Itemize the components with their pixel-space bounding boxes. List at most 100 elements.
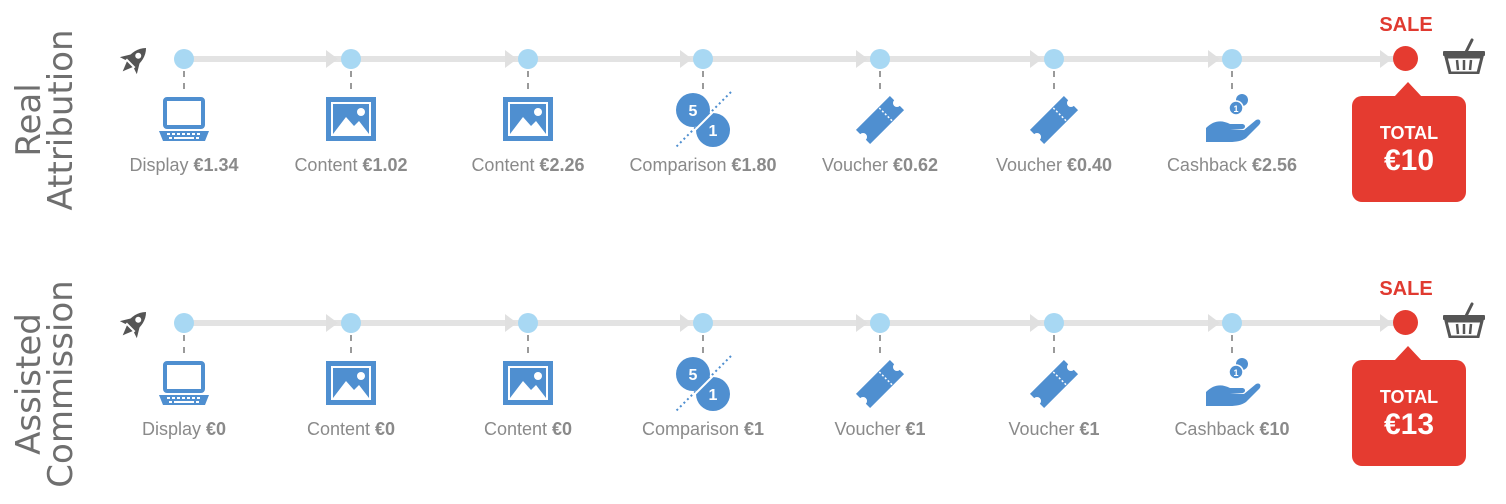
touchpoint-name: Display: [129, 155, 189, 175]
touchpoint-dot: [693, 313, 713, 333]
touchpoint-dot: [518, 49, 538, 69]
touchpoint-label: Comparison €1.80: [613, 155, 793, 176]
touchpoint-amount: €1: [905, 419, 926, 439]
voucher-icon: [1024, 354, 1084, 414]
touchpoint-name: Cashback: [1174, 419, 1255, 439]
total-callout: TOTAL€13: [1352, 346, 1466, 466]
touchpoint-connector: [183, 335, 185, 353]
touchpoint-label: Voucher €1: [790, 419, 970, 440]
voucher-icon: [850, 354, 910, 414]
journey-track: [183, 320, 1405, 326]
sale-dot: [1393, 310, 1418, 335]
track-arrow: [856, 50, 868, 68]
touchpoint-label: Cashback €10: [1142, 419, 1322, 440]
rocket-icon: [116, 42, 152, 78]
touchpoint-name: Cashback: [1166, 155, 1247, 175]
touchpoint-name: Content: [306, 419, 370, 439]
touchpoint-label: Voucher €0.40: [964, 155, 1144, 176]
touchpoint-name: Comparison: [629, 155, 727, 175]
touchpoint-dot: [870, 49, 890, 69]
touchpoint-dot: [1044, 313, 1064, 333]
touchpoint-name: Content: [294, 155, 358, 175]
voucher-icon: [850, 90, 910, 150]
track-arrow: [1208, 314, 1220, 332]
touchpoint-amount: €1: [744, 419, 765, 439]
svg-text:1: 1: [1233, 368, 1238, 378]
voucher-icon: [1024, 90, 1084, 150]
touchpoint-connector: [1053, 335, 1055, 353]
touchpoint-amount: €0: [552, 419, 573, 439]
touchpoint-amount: €0: [375, 419, 396, 439]
touchpoint-dot: [174, 313, 194, 333]
svg-text:5: 5: [689, 103, 698, 120]
touchpoint-connector: [183, 71, 185, 89]
image-icon: [501, 93, 555, 147]
touchpoint-amount: €0.40: [1067, 155, 1113, 175]
touchpoint-label: Voucher €1: [964, 419, 1144, 440]
row-title-line: Commission: [41, 280, 81, 488]
touchpoint-connector: [527, 335, 529, 353]
touchpoint-dot: [1044, 49, 1064, 69]
touchpoint-amount: €2.56: [1252, 155, 1298, 175]
touchpoint-name: Content: [483, 419, 547, 439]
touchpoint-connector: [1231, 71, 1233, 89]
touchpoint-label: Cashback €2.56: [1142, 155, 1322, 176]
touchpoint-dot: [341, 49, 361, 69]
track-arrow: [1030, 50, 1042, 68]
touchpoint-connector: [879, 335, 881, 353]
track-arrow: [856, 314, 868, 332]
touchpoint-connector: [1053, 71, 1055, 89]
touchpoint-name: Display: [141, 419, 201, 439]
basket-icon: [1442, 38, 1486, 75]
svg-text:1: 1: [1233, 104, 1238, 114]
total-value: €10: [1383, 144, 1435, 177]
touchpoint-label: Voucher €0.62: [790, 155, 970, 176]
touchpoint-dot: [341, 313, 361, 333]
journey-track: [183, 56, 1405, 62]
cashback-icon: 1: [1202, 354, 1262, 414]
laptop-icon: [157, 357, 211, 411]
touchpoint-name: Voucher: [1008, 419, 1075, 439]
touchpoint-amount: €10: [1259, 419, 1290, 439]
touchpoint-connector: [702, 335, 704, 353]
touchpoint-connector: [879, 71, 881, 89]
total-value: €13: [1383, 408, 1435, 441]
compare-icon: 5 1: [673, 354, 733, 414]
touchpoint-label: Content €0: [261, 419, 441, 440]
touchpoint-connector: [1231, 335, 1233, 353]
touchpoint-name: Comparison: [641, 419, 739, 439]
rocket-icon: [116, 306, 152, 342]
touchpoint-dot: [870, 313, 890, 333]
touchpoint-connector: [702, 71, 704, 89]
touchpoint-name: Voucher: [834, 419, 901, 439]
track-arrow: [326, 314, 338, 332]
touchpoint-dot: [1222, 49, 1242, 69]
touchpoint-amount: €1: [1079, 419, 1100, 439]
track-arrow: [326, 50, 338, 68]
sale-label: SALE: [1379, 278, 1433, 300]
touchpoint-amount: €2.26: [539, 155, 585, 175]
touchpoint-label: Content €0: [438, 419, 618, 440]
basket-icon: [1442, 302, 1486, 339]
image-icon: [501, 357, 555, 411]
touchpoint-label: Comparison €1: [613, 419, 793, 440]
touchpoint-name: Content: [471, 155, 535, 175]
touchpoint-connector: [350, 335, 352, 353]
track-arrow: [680, 314, 692, 332]
sale-dot: [1393, 46, 1418, 71]
touchpoint-name: Voucher: [995, 155, 1062, 175]
track-arrow: [505, 314, 517, 332]
track-arrow: [1380, 50, 1392, 68]
touchpoint-amount: €1.34: [193, 155, 239, 175]
row-title-line: Attribution: [41, 29, 81, 211]
touchpoint-label: Display €0: [94, 419, 274, 440]
image-icon: [324, 357, 378, 411]
touchpoint-label: Content €2.26: [438, 155, 618, 176]
total-callout: TOTAL€10: [1352, 82, 1466, 202]
touchpoint-amount: €0: [206, 419, 227, 439]
track-arrow: [1030, 314, 1042, 332]
